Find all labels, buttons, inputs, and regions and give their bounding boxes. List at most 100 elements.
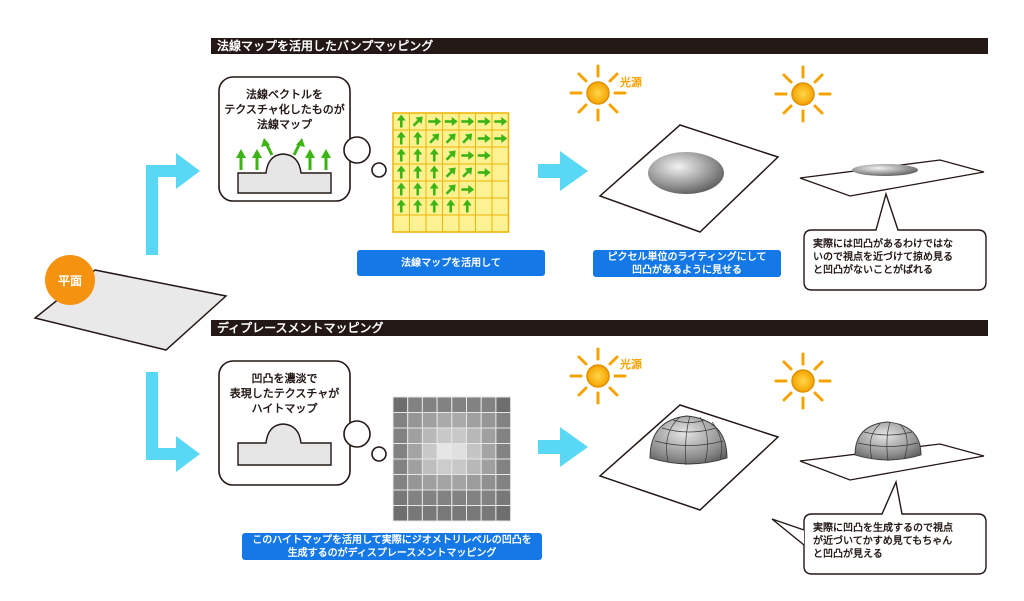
height-map-cell — [436, 443, 453, 460]
normal-arrow — [477, 168, 491, 177]
normal-arrow — [477, 117, 491, 126]
normal-arrow — [445, 184, 456, 195]
displacement-bubble-text: 凹凸を濃淡で 表現したテクスチャが ハイトマップ — [229, 372, 340, 415]
height-map-cell — [392, 412, 409, 429]
height-map-cell — [436, 427, 453, 444]
normal-arrow — [413, 148, 423, 162]
normal-arrow — [396, 131, 406, 145]
height-map-cell — [495, 489, 512, 506]
light-source-label: 光源 — [620, 358, 642, 371]
displacement-grazing-dome — [854, 421, 922, 462]
normal-arrow — [413, 165, 423, 179]
height-map-cell — [436, 412, 453, 429]
height-map-cell — [407, 427, 423, 444]
displacement-thought-bubble — [218, 360, 387, 486]
height-map-cell — [495, 458, 512, 475]
height-map-cell — [466, 474, 482, 491]
height-map-cell — [392, 474, 409, 491]
height-map-cell — [466, 443, 482, 460]
height-map-cell — [466, 427, 482, 444]
light-source-label: 光源 — [620, 76, 642, 89]
height-map-cell — [480, 474, 497, 491]
normal-arrow — [445, 150, 456, 161]
light-source-icon — [569, 64, 627, 122]
normal-arrow — [412, 116, 423, 127]
height-map-cell — [466, 505, 482, 522]
height-map-cell — [495, 412, 512, 429]
bump-note-bubble — [803, 191, 987, 291]
normal-arrow — [462, 133, 473, 144]
plane-badge: 平面 — [45, 255, 95, 305]
displacement-mapping-header: ディプレースメントマッピング — [211, 320, 988, 336]
normal-map-grid — [392, 112, 510, 233]
height-map-cell — [436, 396, 453, 413]
height-map-cell — [392, 489, 409, 506]
displacement-caption: このハイトマップを活用して実際にジオメトリレベルの凹凸を 生成するのがディスプレ… — [242, 533, 542, 560]
normal-arrow — [429, 199, 439, 213]
height-map-cell — [480, 489, 497, 506]
height-map-cell — [480, 443, 497, 460]
light-source-icon — [774, 352, 832, 410]
height-map-cell — [451, 489, 467, 506]
height-map-cell — [407, 505, 423, 522]
height-map-cell — [451, 474, 467, 491]
normal-arrow — [446, 199, 456, 213]
bump-caption-normal-map: 法線マップを活用して — [357, 250, 545, 276]
bump-mapping-header: 法線マップを活用したバンプマッピング — [211, 38, 988, 54]
height-map-cell — [466, 458, 482, 475]
height-map-cell — [451, 505, 467, 522]
height-map-cell — [392, 505, 409, 522]
normal-arrow — [396, 148, 406, 162]
height-map-cell — [436, 458, 453, 475]
normal-arrow — [413, 182, 423, 196]
height-map-cell — [480, 412, 497, 429]
height-map-cell — [392, 458, 409, 475]
height-map-cell — [495, 505, 512, 522]
height-map-cell — [451, 458, 467, 475]
height-map-cell — [466, 412, 482, 429]
normal-arrow — [461, 117, 475, 126]
height-map-cell — [421, 458, 438, 475]
height-map-cell — [392, 443, 409, 460]
height-map-cell — [451, 412, 467, 429]
height-map-cell — [407, 396, 423, 413]
height-map-cell — [421, 443, 438, 460]
normal-arrow — [413, 199, 423, 213]
height-map-cell — [495, 443, 512, 460]
normal-arrow — [445, 133, 456, 144]
normal-arrow — [461, 185, 475, 194]
normal-arrow — [445, 167, 456, 178]
flow-arrow-up — [146, 153, 200, 255]
normal-arrow — [429, 165, 439, 179]
bump-note-text: 実際には凹凸があるわけではな いので視点を近づけて掠め見る と凹凸がないことがば… — [813, 239, 953, 276]
height-map-cell — [480, 458, 497, 475]
bump-caption-lighting: ピクセル単位のライティングにして 凹凸があるように見せる — [593, 250, 781, 277]
displacement-note-bubble — [803, 479, 987, 575]
normal-arrow — [477, 134, 491, 143]
height-map-cell — [407, 458, 423, 475]
height-map-cell — [407, 474, 423, 491]
light-source-icon — [774, 65, 832, 123]
height-map-cell — [495, 474, 512, 491]
displacement-mesh-dome — [649, 415, 728, 466]
normal-arrow — [396, 182, 406, 196]
bump-thought-bubble — [218, 76, 387, 202]
height-map-cell — [466, 489, 482, 506]
height-map-cell — [451, 443, 467, 460]
height-map-cell — [495, 396, 512, 413]
bump-bubble-text: 法線ベクトルを テクスチャ化したものが 法線マップ — [224, 88, 345, 131]
normal-arrow — [429, 133, 440, 144]
height-map-cell — [392, 396, 409, 413]
bump-grazing-shading — [852, 164, 918, 176]
normal-vector-arrows — [236, 138, 331, 170]
height-map-cell — [495, 427, 512, 444]
height-map-cell — [421, 427, 438, 444]
height-map-cell — [392, 427, 409, 444]
normal-arrow — [396, 114, 406, 128]
height-map-cell — [451, 427, 467, 444]
height-map-cell — [466, 396, 482, 413]
normal-arrow — [462, 199, 472, 213]
normal-arrow — [461, 151, 475, 160]
height-map-cell — [436, 474, 453, 491]
